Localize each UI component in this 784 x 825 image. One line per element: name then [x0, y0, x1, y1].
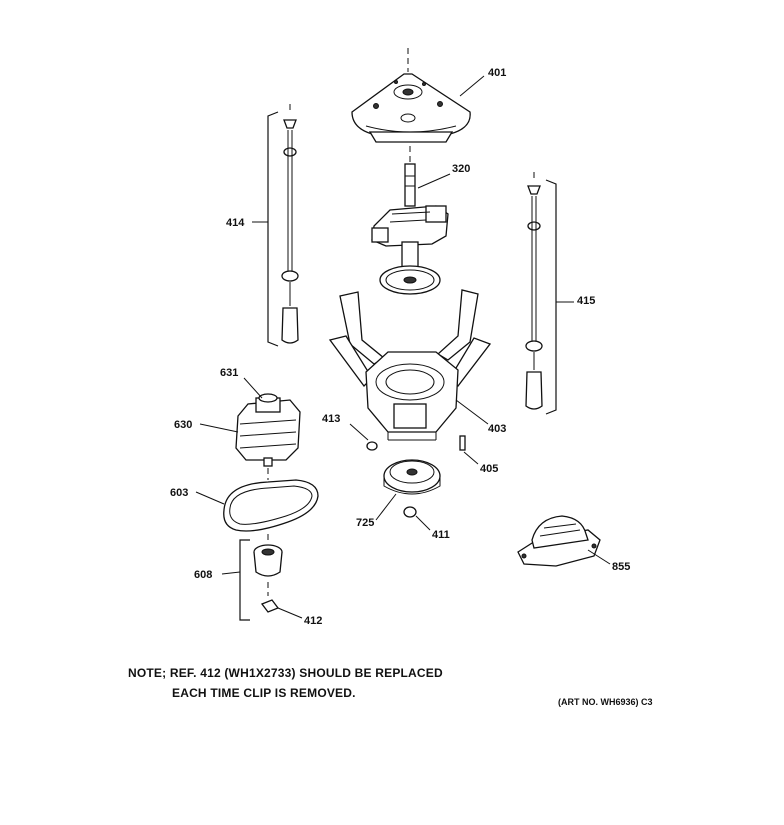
- note-line-1: NOTE; REF. 412 (WH1X2733) SHOULD BE REPL…: [128, 666, 443, 680]
- callout-603: 603: [170, 487, 188, 499]
- part-415-suspension-rod: [525, 172, 574, 415]
- part-401-cover: [351, 48, 485, 143]
- part-855-motor-mount: [517, 515, 611, 567]
- callout-320: 320: [452, 163, 470, 175]
- callout-414: 414: [226, 217, 245, 229]
- callout-401: 401: [488, 67, 506, 79]
- callout-415: 415: [577, 295, 595, 307]
- callout-412: 412: [304, 615, 322, 627]
- part-630-pump: [199, 377, 301, 467]
- callout-403: 403: [488, 423, 506, 435]
- callout-725: 725: [356, 517, 374, 529]
- callout-630: 630: [174, 419, 192, 431]
- note-line-2: EACH TIME CLIP IS REMOVED.: [172, 686, 356, 700]
- art-number: (ART NO. WH6936) C3: [558, 697, 653, 707]
- part-411-nut: [403, 506, 431, 531]
- callout-631: 631: [220, 367, 238, 379]
- part-403-mounting-base: [328, 289, 492, 441]
- callout-608: 608: [194, 569, 212, 581]
- callout-411: 411: [432, 529, 450, 541]
- part-412-clip: [260, 582, 303, 619]
- part-320-transmission: [371, 146, 451, 295]
- part-608-pulley: [221, 534, 283, 621]
- callout-855: 855: [612, 561, 630, 573]
- part-725-pulley: [375, 459, 441, 521]
- callout-413: 413: [322, 413, 340, 425]
- callout-405: 405: [480, 463, 498, 475]
- part-603-belt: [195, 468, 319, 532]
- part-405-bolt: [459, 435, 479, 465]
- part-413-nut: [349, 423, 378, 451]
- part-414-suspension-rod: [252, 104, 299, 347]
